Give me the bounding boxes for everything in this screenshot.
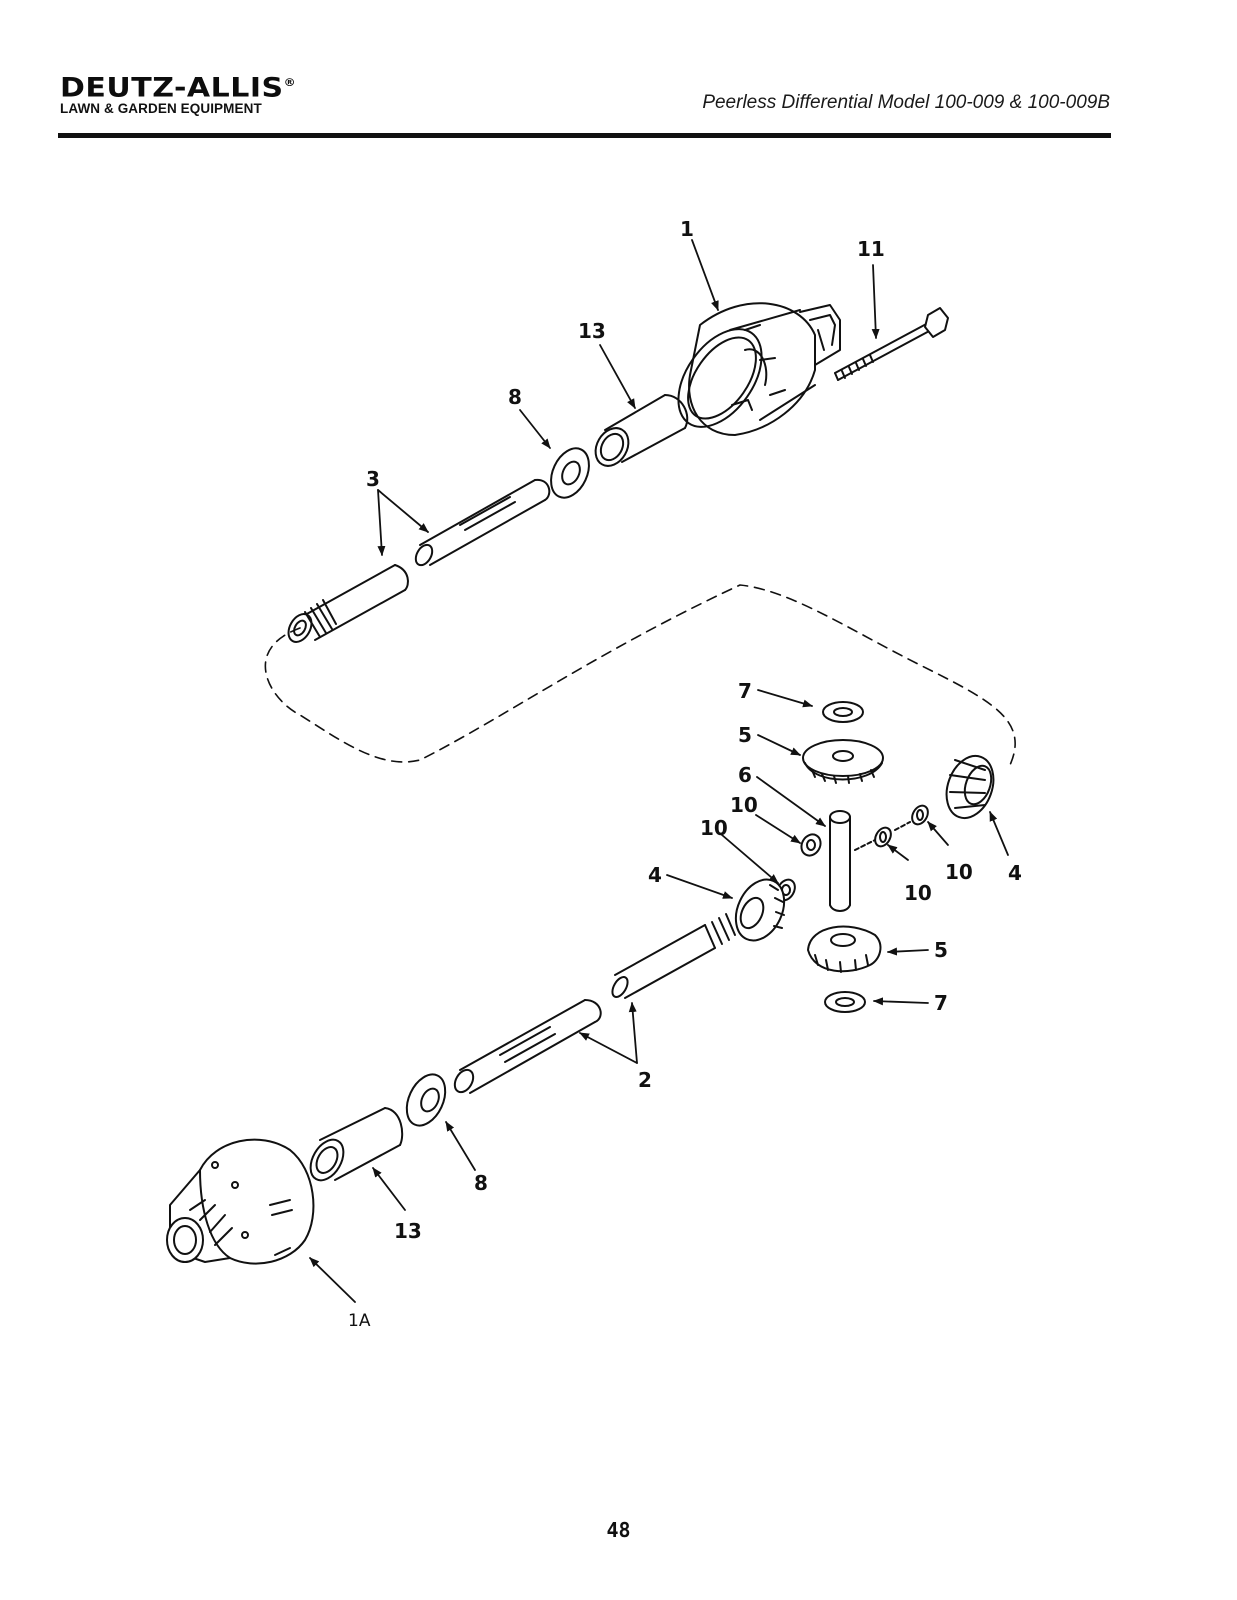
callout-13-top: 13 bbox=[578, 319, 606, 343]
case-half-top bbox=[677, 302, 841, 436]
cross-pin bbox=[829, 810, 851, 912]
callout-4-right: 4 bbox=[1008, 861, 1022, 885]
callout-13-bottom: 13 bbox=[394, 1219, 422, 1243]
callout-1A: 1A bbox=[348, 1311, 371, 1331]
case-half-bottom bbox=[166, 1138, 315, 1265]
page-number: 48 bbox=[606, 1518, 631, 1542]
callout-5-bottom: 5 bbox=[934, 938, 948, 962]
side-gear-left bbox=[734, 878, 786, 942]
callout-7-top: 7 bbox=[738, 679, 752, 703]
brand-name: DEUTZ-ALLIS bbox=[60, 72, 284, 104]
side-gear-right bbox=[945, 755, 995, 819]
callout-8-bottom: 8 bbox=[474, 1171, 488, 1195]
pinion-gear-top bbox=[802, 739, 884, 784]
callout-7-bottom: 7 bbox=[934, 991, 948, 1015]
thrust-washer-7-bottom bbox=[824, 991, 866, 1013]
header-rule bbox=[58, 133, 1111, 138]
document-title: Peerless Differential Model 100-009 & 10… bbox=[702, 92, 1110, 113]
callout-10-a: 10 bbox=[730, 793, 758, 817]
brand-subtitle: LAWN & GARDEN EQUIPMENT bbox=[60, 101, 262, 116]
thrust-washer-bottom bbox=[405, 1073, 447, 1127]
callout-10-b: 10 bbox=[700, 816, 728, 840]
axle-shaft-top bbox=[287, 478, 551, 643]
callout-5-top: 5 bbox=[738, 723, 752, 747]
callout-10-c: 10 bbox=[945, 860, 973, 884]
thrust-washer-top bbox=[550, 447, 590, 499]
registered-mark: ® bbox=[283, 75, 297, 89]
brand-logo: DEUTZ-ALLIS® LAWN & GARDEN EQUIPMENT bbox=[60, 75, 296, 116]
callout-6: 6 bbox=[738, 763, 752, 787]
pinion-gear-bottom bbox=[807, 925, 882, 973]
callout-8-top: 8 bbox=[508, 385, 522, 409]
leader-lines bbox=[309, 239, 1009, 1303]
axle-shaft-bottom bbox=[453, 913, 736, 1094]
assembly-dashed-outline bbox=[264, 584, 1016, 766]
bushing-top bbox=[594, 394, 689, 467]
thrust-washer-7-top bbox=[822, 701, 864, 723]
callout-11: 11 bbox=[857, 237, 885, 261]
callout-1: 1 bbox=[680, 217, 694, 241]
callout-4-left: 4 bbox=[648, 863, 662, 887]
long-bolt bbox=[834, 307, 949, 381]
bushing-bottom bbox=[309, 1107, 404, 1182]
callout-10-d: 10 bbox=[904, 881, 932, 905]
callout-3: 3 bbox=[366, 467, 380, 491]
callout-2: 2 bbox=[638, 1068, 652, 1092]
